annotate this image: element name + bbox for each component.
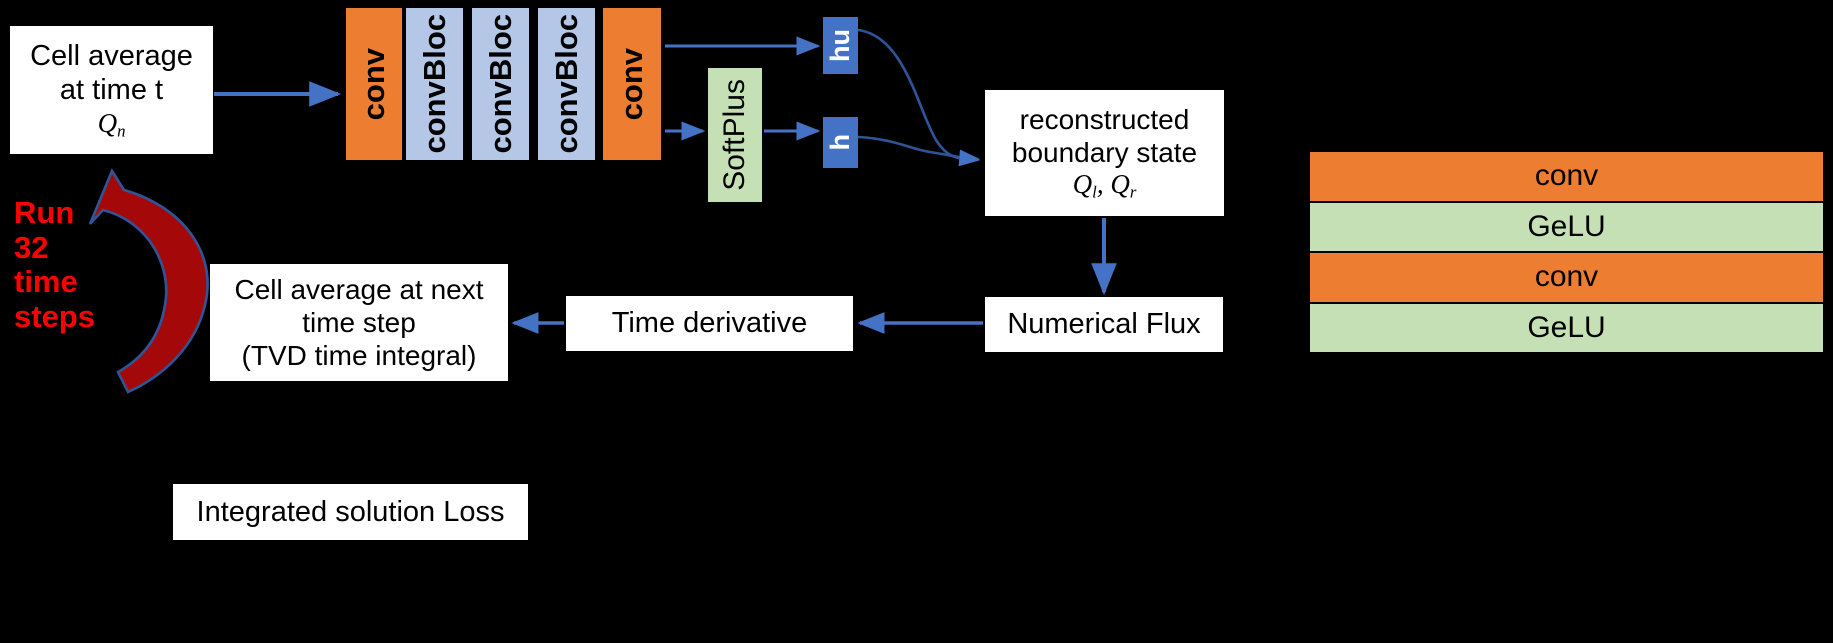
curve-hu-to-reconstructed <box>857 28 981 167</box>
network-block-convbloc-2[interactable]: convBloc <box>470 6 531 162</box>
network-block-convbloc-3[interactable]: convBloc <box>536 6 597 162</box>
softplus-block[interactable]: SoftPlus <box>708 68 762 202</box>
time-derivative-box: Time derivative <box>566 296 853 351</box>
next-cell-average-line-1: Cell average at next <box>234 273 484 305</box>
network-block-convbloc-1[interactable]: convBloc <box>404 6 465 162</box>
reconstructed-line-2: boundary state <box>1011 137 1198 169</box>
loop-run-label: Run 32 time steps <box>14 195 95 335</box>
network-block-convbloc-1-label: convBloc <box>416 14 452 154</box>
legend-row-gelu-1: GeLU <box>1310 202 1823 253</box>
reconstructed-boundary-state-box: reconstructed boundary state Ql, Qr <box>985 90 1224 216</box>
numerical-flux-box: Numerical Flux <box>985 297 1223 352</box>
input-line-2: at time t <box>59 74 164 107</box>
convblock-legend: conv GeLU conv GeLU <box>1308 150 1825 354</box>
legend-row-gelu-1-label: GeLU <box>1527 209 1606 243</box>
network-block-convbloc-2-label: convBloc <box>482 14 518 154</box>
legend-row-gelu-2: GeLU <box>1310 303 1823 352</box>
legend-row-conv-1-label: conv <box>1534 159 1599 193</box>
loop-arrow <box>88 168 209 394</box>
softplus-label: SoftPlus <box>718 79 751 191</box>
time-derivative-label: Time derivative <box>611 307 808 340</box>
input-line-1: Cell average <box>30 40 193 73</box>
reconstructed-math-qlqr: Ql, Qr <box>1072 169 1137 202</box>
input-cell-average-box: Cell average at time t Qn <box>10 26 213 154</box>
integrated-solution-loss-label: Integrated solution Loss <box>196 495 505 528</box>
network-block-conv-1[interactable]: conv <box>344 6 404 162</box>
variable-h-label: h <box>825 134 855 151</box>
next-cell-average-line-2: time step <box>302 306 416 338</box>
legend-row-conv-1: conv <box>1310 152 1823 203</box>
network-block-conv-2[interactable]: conv <box>601 6 663 162</box>
variable-hu-label: hu <box>825 29 855 62</box>
integrated-solution-loss-box: Integrated solution Loss <box>173 484 528 540</box>
variable-h-box[interactable]: h <box>823 117 858 168</box>
reconstructed-line-1: reconstructed <box>1019 104 1190 136</box>
legend-row-conv-2: conv <box>1310 253 1823 304</box>
input-math-qn: Qn <box>97 107 126 141</box>
legend-row-conv-2-label: conv <box>1534 260 1599 294</box>
network-block-convbloc-3-label: convBloc <box>548 14 584 154</box>
next-cell-average-box: Cell average at next time step (TVD time… <box>210 264 508 381</box>
next-cell-average-line-3: (TVD time integral) <box>241 340 477 372</box>
numerical-flux-label: Numerical Flux <box>1007 308 1201 341</box>
network-block-conv-1-label: conv <box>356 47 391 121</box>
variable-hu-box[interactable]: hu <box>823 17 858 74</box>
curve-h-to-reconstructed <box>857 135 981 167</box>
legend-row-gelu-2-label: GeLU <box>1527 310 1606 344</box>
network-block-conv-2-label: conv <box>614 47 649 121</box>
